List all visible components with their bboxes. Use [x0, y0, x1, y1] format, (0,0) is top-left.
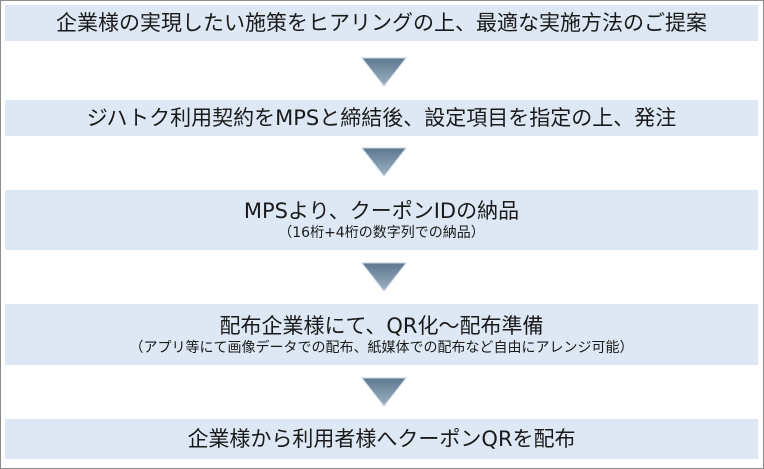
down-arrow-icon [361, 57, 407, 87]
step-1-title: 企業様の実現したい施策をヒアリングの上、最適な実施方法のご提案 [56, 11, 707, 35]
step-3-box: MPSより、クーポンIDの納品 （16桁+4桁の数字列での納品） [5, 190, 758, 250]
step-2-box: ジハトク利用契約をMPSと締結後、設定項目を指定の上、発注 [5, 100, 758, 136]
down-arrow-icon [361, 377, 407, 407]
step-3-title: MPSより、クーポンIDの納品 [243, 199, 520, 223]
step-3-note: （16桁+4桁の数字列での納品） [278, 225, 485, 241]
step-1-box: 企業様の実現したい施策をヒアリングの上、最適な実施方法のご提案 [5, 5, 758, 41]
step-5-box: 企業様から利用者様へクーポンQRを配布 [5, 419, 758, 459]
step-5-title: 企業様から利用者様へクーポンQRを配布 [187, 427, 576, 451]
step-4-note: （アプリ等にて画像データでの配布、紙媒体での配布など自由にアレンジ可能） [129, 339, 634, 356]
step-4-title: 配布企業様にて、QR化～配布準備 [219, 313, 544, 338]
step-4-box: 配布企業様にて、QR化～配布準備 （アプリ等にて画像データでの配布、紙媒体での配… [5, 304, 758, 365]
down-arrow-icon [361, 147, 407, 177]
step-2-title: ジハトク利用契約をMPSと締結後、設定項目を指定の上、発注 [86, 106, 677, 130]
down-arrow-icon [361, 262, 407, 292]
